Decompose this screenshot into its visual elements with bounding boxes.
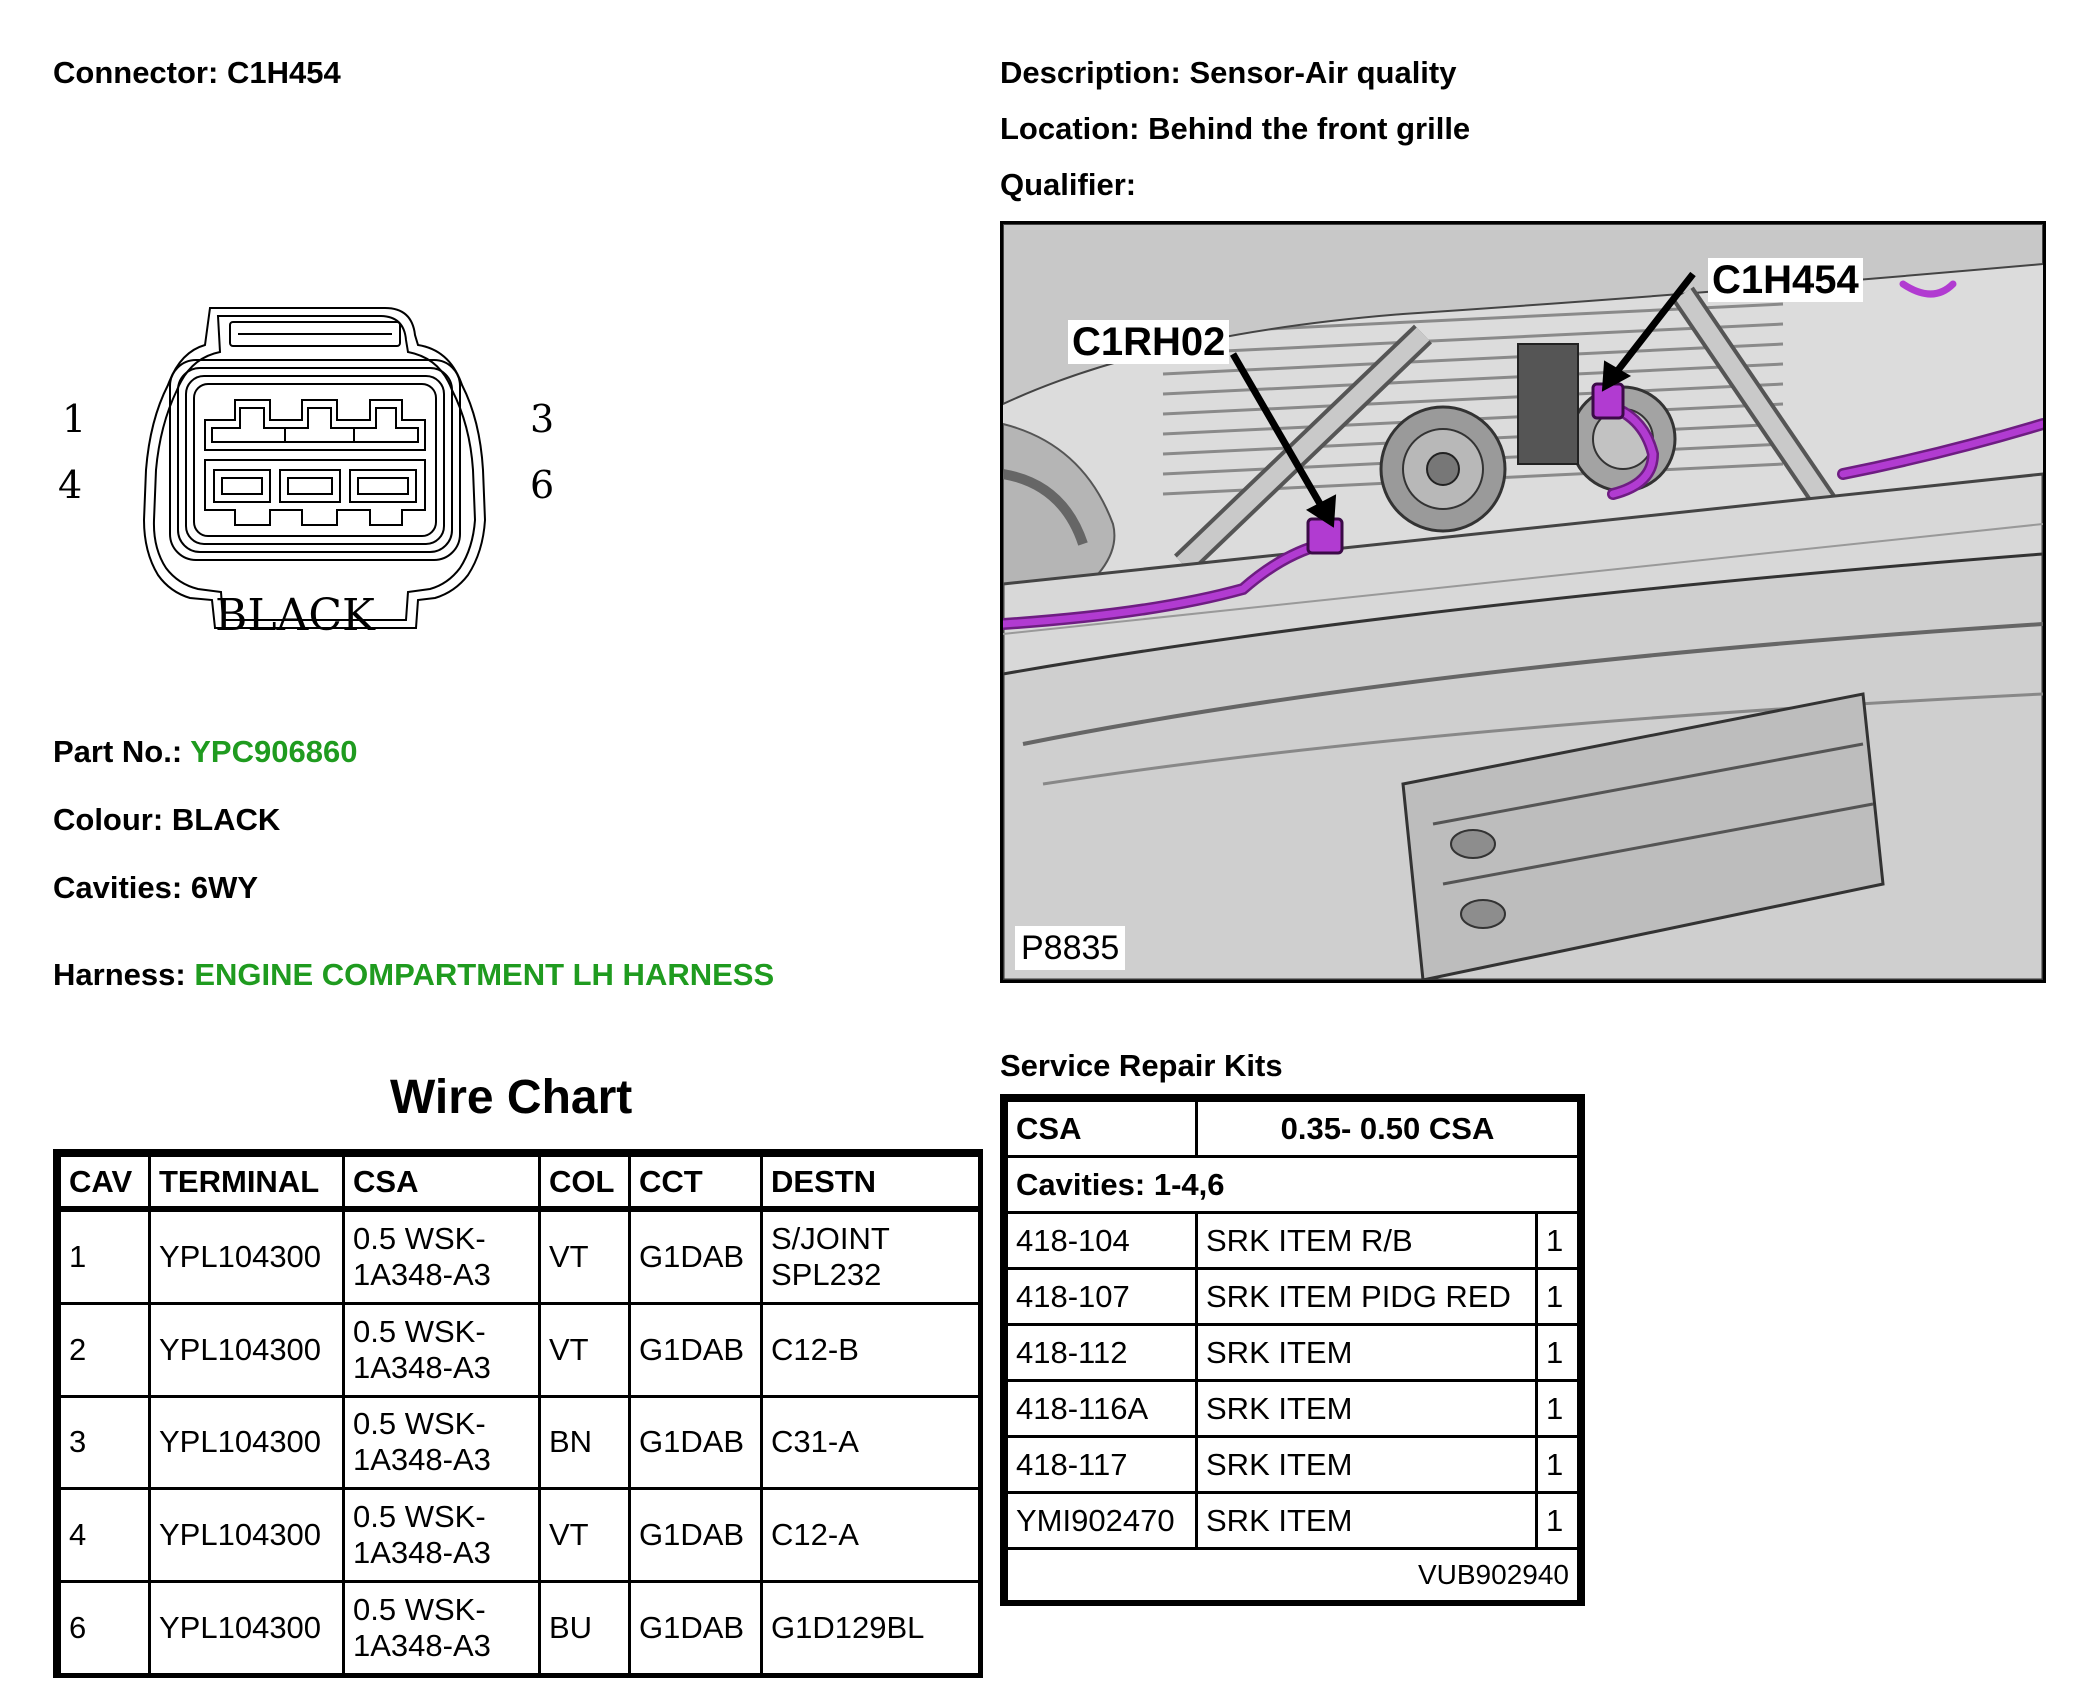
srk-kit-number: 418-104	[1005, 1211, 1198, 1270]
wire-chart-cell: C12-A	[760, 1487, 981, 1584]
srk-kit-quantity: 1	[1535, 1267, 1580, 1326]
harness-line: Harness: ENGINE COMPARTMENT LH HARNESS	[53, 957, 774, 993]
wire-chart-cell: G1DAB	[628, 1487, 763, 1584]
wire-chart-header-cct: CCT	[628, 1154, 763, 1209]
srk-kit-quantity: 1	[1535, 1211, 1580, 1270]
figure-id: P8835	[1015, 926, 1126, 970]
pin-label-6: 6	[530, 463, 554, 507]
callout-c1h454: C1H454	[1708, 258, 1863, 302]
srk-kit-quantity: 1	[1535, 1435, 1580, 1494]
diagram-colour-text: BLACK	[215, 590, 376, 641]
wire-chart-cell: G1D129BL	[760, 1580, 981, 1676]
srk-kit-description: SRK ITEM	[1195, 1491, 1538, 1550]
wire-chart-cell: 0.5 WSK- 1A348-A3	[342, 1487, 541, 1584]
qualifier-label: Qualifier:	[1000, 167, 1137, 202]
srk-kit-number: 418-112	[1005, 1323, 1198, 1382]
wire-chart-cell: YPL104300	[148, 1487, 345, 1584]
connector-face-diagram: 1 3 4 6 BLACK	[58, 307, 554, 641]
srk-kit-number: 418-117	[1005, 1435, 1198, 1494]
colour-label: Colour:	[53, 802, 164, 837]
location-label: Location:	[1000, 111, 1140, 146]
wire-chart-cell: BU	[538, 1580, 631, 1676]
wire-chart-cell: G1DAB	[628, 1580, 763, 1676]
qualifier-line: Qualifier:	[1000, 167, 1136, 203]
wire-chart-cell: C31-A	[760, 1394, 981, 1491]
pin-label-3: 3	[530, 397, 554, 441]
wire-chart-cell: 2	[58, 1301, 151, 1398]
wire-chart-title: Wire Chart	[390, 1071, 633, 1124]
wire-chart-cell: YPL104300	[148, 1394, 345, 1491]
wire-chart-header-csa: CSA	[342, 1154, 541, 1209]
wire-chart-cell: 4	[58, 1487, 151, 1584]
wire-chart-cell: YPL104300	[148, 1580, 345, 1676]
description-line: Description: Sensor-Air quality	[1000, 55, 1456, 91]
cavities-label: Cavities:	[53, 870, 183, 905]
wire-chart-cell: 3	[58, 1394, 151, 1491]
wire-chart-cell: BN	[538, 1394, 631, 1491]
wire-chart-header-cav: CAV	[58, 1154, 151, 1209]
connector-value: C1H454	[226, 55, 341, 90]
wire-chart-cell: G1DAB	[628, 1301, 763, 1398]
wire-chart-cell: 0.5 WSK- 1A348-A3	[342, 1301, 541, 1398]
srk-cavities: Cavities: 1-4,6	[1005, 1155, 1580, 1214]
wire-chart-cell: VT	[538, 1301, 631, 1398]
srk-kit-description: SRK ITEM PIDG RED	[1195, 1267, 1538, 1326]
srk-kit-quantity: 1	[1535, 1491, 1580, 1550]
cavities-line: Cavities: 6WY	[53, 870, 258, 906]
srk-kit-number: 418-116A	[1005, 1379, 1198, 1438]
cavities-value: 6WY	[190, 870, 259, 905]
srk-title: Service Repair Kits	[1000, 1048, 1283, 1083]
wire-chart-header-terminal: TERMINAL	[148, 1154, 345, 1209]
description-label: Description:	[1000, 55, 1181, 90]
srk-kit-number: YMI902470	[1005, 1491, 1198, 1550]
srk-kit-number: 418-107	[1005, 1267, 1198, 1326]
pin-label-4: 4	[58, 463, 82, 507]
wire-chart-cell: VT	[538, 1487, 631, 1584]
description-value: Sensor-Air quality	[1189, 55, 1457, 90]
srk-kit-quantity: 1	[1535, 1323, 1580, 1382]
location-value: Behind the front grille	[1148, 111, 1471, 146]
srk-kit-description: SRK ITEM	[1195, 1435, 1538, 1494]
colour-value: BLACK	[171, 802, 281, 837]
wire-chart-cell: G1DAB	[628, 1209, 763, 1305]
srk-footer: VUB902940	[1005, 1547, 1580, 1603]
connector-label: Connector:	[53, 55, 219, 90]
harness-value[interactable]: ENGINE COMPARTMENT LH HARNESS	[194, 957, 775, 992]
part-no-label: Part No.:	[53, 734, 183, 769]
srk-kit-quantity: 1	[1535, 1379, 1580, 1438]
srk-csa-label: CSA	[1005, 1099, 1198, 1158]
wire-chart-header-col: COL	[538, 1154, 631, 1209]
srk-kit-description: SRK ITEM	[1195, 1379, 1538, 1438]
wire-chart-cell: VT	[538, 1209, 631, 1305]
srk-kit-description: SRK ITEM R/B	[1195, 1211, 1538, 1270]
colour-line: Colour: BLACK	[53, 802, 280, 838]
wire-chart-cell: G1DAB	[628, 1394, 763, 1491]
connector-line: Connector: C1H454	[53, 55, 341, 91]
srk-csa-value: 0.35- 0.50 CSA	[1195, 1099, 1580, 1158]
callout-c1rh02: C1RH02	[1068, 320, 1230, 364]
wire-chart-cell: 1	[58, 1209, 151, 1305]
harness-label: Harness:	[53, 957, 186, 992]
wire-chart-cell: YPL104300	[148, 1301, 345, 1398]
part-no-line: Part No.: YPC906860	[53, 734, 357, 770]
wire-chart-cell: 6	[58, 1580, 151, 1676]
wire-chart-header-destn: DESTN	[760, 1154, 981, 1209]
wire-chart-cell: C12-B	[760, 1301, 981, 1398]
pin-label-1: 1	[62, 397, 86, 441]
wire-chart-cell: 0.5 WSK- 1A348-A3	[342, 1209, 541, 1305]
srk-kit-description: SRK ITEM	[1195, 1323, 1538, 1382]
wire-chart-cell: 0.5 WSK- 1A348-A3	[342, 1580, 541, 1676]
wire-chart-cell: S/JOINT SPL232	[760, 1209, 981, 1305]
part-no-value[interactable]: YPC906860	[190, 734, 358, 769]
location-line: Location: Behind the front grille	[1000, 111, 1470, 147]
wire-chart-cell: 0.5 WSK- 1A348-A3	[342, 1394, 541, 1491]
location-photo: C1RH02 C1H454 P8835	[1000, 221, 2046, 983]
wire-chart-cell: YPL104300	[148, 1209, 345, 1305]
